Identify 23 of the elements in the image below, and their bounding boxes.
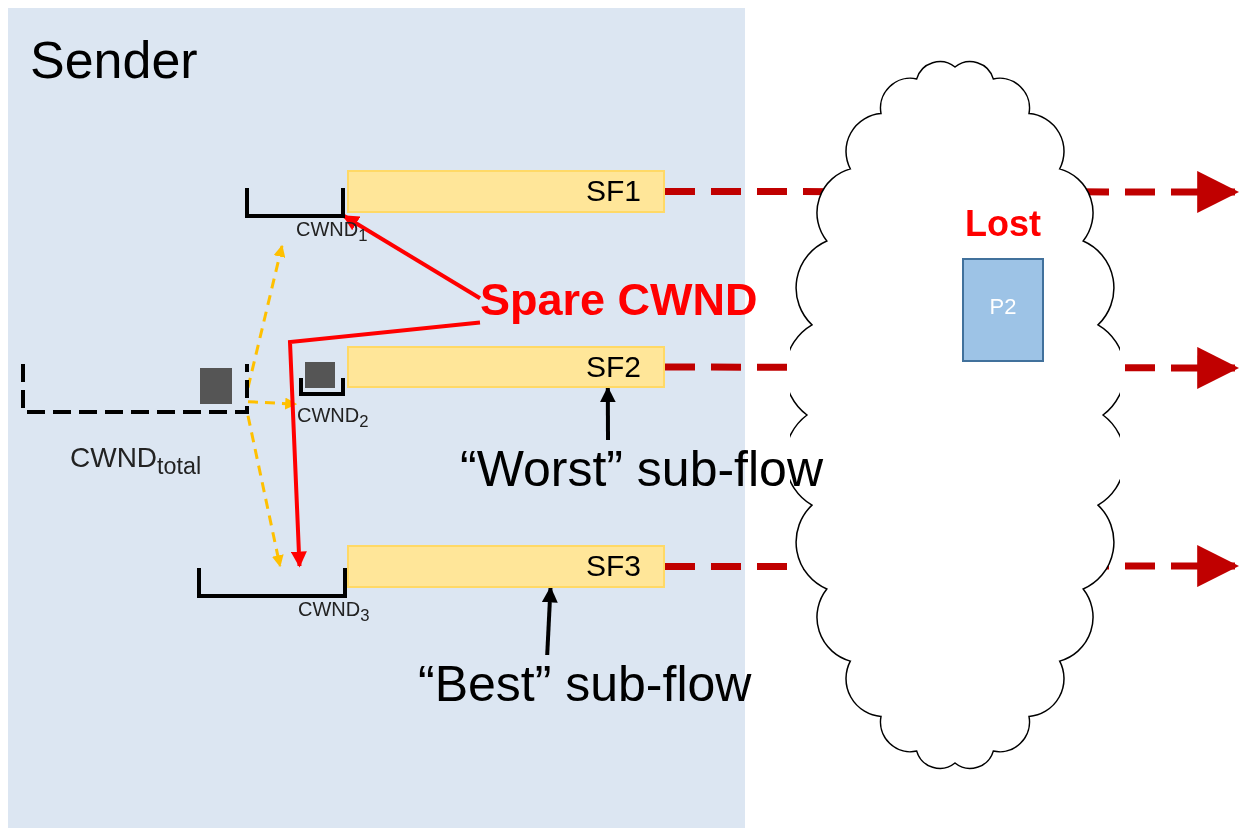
window-label: CWND$_{total}$	[70, 442, 202, 480]
arrow	[599, 386, 616, 440]
packet-box: P2	[962, 258, 1044, 362]
subflow-bar: SF1	[347, 170, 665, 213]
arrow	[541, 586, 558, 656]
window-label: CWND$_{2}$	[297, 404, 369, 432]
arrow	[665, 170, 1240, 213]
arrow	[246, 244, 286, 388]
arrow	[246, 415, 284, 568]
arrow	[665, 545, 1240, 588]
status-label: Lost	[965, 203, 1041, 245]
arrow	[247, 397, 298, 410]
panel-title: Sender	[30, 30, 198, 90]
arrow	[665, 346, 1240, 389]
arrow	[287, 320, 481, 568]
window-label: CWND$_{3}$	[298, 598, 370, 626]
annotation-text: Spare CWND	[480, 274, 765, 328]
subflow-bar: SF3	[347, 545, 665, 588]
window-label: CWND$_{1}$	[296, 218, 368, 246]
arrow	[342, 214, 482, 300]
annotation-text: “Worst” sub-flow	[460, 440, 830, 500]
annotation-text: “Best” sub-flow	[418, 655, 758, 715]
subflow-bar: SF2	[347, 346, 665, 388]
